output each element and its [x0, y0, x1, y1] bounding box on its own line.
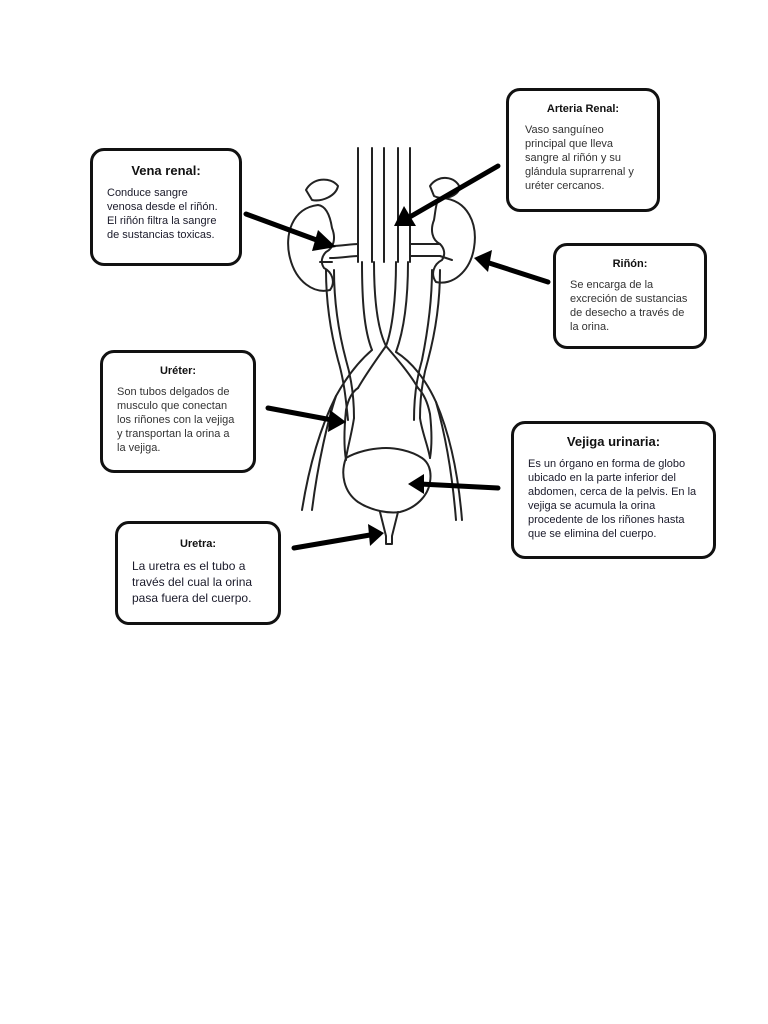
pelvic-vessels [301, 345, 463, 521]
urethra [379, 511, 399, 545]
vena-renal-box: Vena renal: Conduce sangre venosa desde … [90, 148, 242, 266]
uretra-text: La uretra es el tubo a través del cual l… [132, 559, 253, 605]
rinon-text: Se encarga de la excreción de sustancias… [570, 279, 688, 333]
bladder [342, 417, 432, 514]
vejiga-title: Vejiga urinaria: [566, 434, 661, 449]
ureters [325, 269, 441, 421]
vena-renal-title: Vena renal: [131, 163, 201, 178]
renal-vessels [319, 243, 453, 263]
ureter-box: Uréter: Son tubos delgados de musculo qu… [100, 350, 256, 473]
vejiga-box: Vejiga urinaria: Es un órgano en forma d… [511, 421, 716, 559]
vena-renal-text: Conduce sangre venosa desde el riñón. El… [107, 187, 218, 241]
left-kidney [287, 178, 339, 292]
uretra-title: Uretra: [179, 538, 217, 550]
arteria-renal-text: Vaso sanguíneo principal que lleva sangr… [525, 124, 634, 192]
rinon-title: Riñón: [612, 258, 648, 270]
descending-vessels [361, 261, 409, 353]
uretra-box: Uretra: La uretra es el tubo a través de… [115, 521, 281, 625]
arrowheads [312, 206, 492, 546]
arteria-renal-box: Arteria Renal: Vaso sanguíneo principal … [506, 88, 660, 212]
great-vessels [357, 147, 411, 263]
rinon-box: Riñón: Se encarga de la excreción de sus… [553, 243, 707, 349]
ureter-text: Son tubos delgados de musculo que conect… [117, 386, 235, 454]
pointer-arrows [243, 163, 551, 551]
vejiga-text: Es un órgano en forma de globo ubicado e… [528, 458, 697, 540]
ureter-title: Uréter: [159, 365, 197, 377]
arteria-renal-title: Arteria Renal: [546, 103, 620, 115]
